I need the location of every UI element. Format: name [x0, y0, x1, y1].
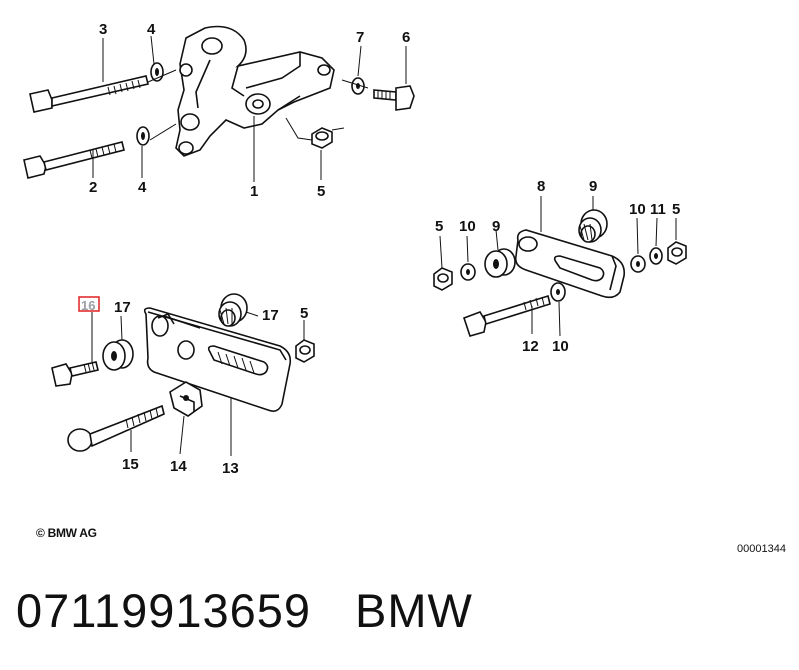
- callout-7: 7: [356, 29, 364, 46]
- bushing-part-9-upper: [578, 209, 608, 243]
- callout-4-bottom: 4: [138, 179, 147, 196]
- diagram-id: 00001344: [737, 543, 786, 555]
- bolt-part-16: [51, 361, 99, 387]
- bushing-part-17-left: [102, 339, 134, 371]
- washer-part-10-lower: [550, 282, 566, 302]
- callout-11: 11: [650, 201, 666, 218]
- bar-part-8: [514, 229, 626, 299]
- callout-8: 8: [537, 178, 545, 195]
- callout-12: 12: [522, 338, 539, 355]
- bracket-assembly: [23, 25, 415, 182]
- callout-6: 6: [402, 29, 410, 46]
- callout-10-right: 10: [629, 201, 646, 218]
- bolt-part-15: [67, 404, 165, 452]
- callout-1: 1: [250, 183, 258, 200]
- nut-part-5-bracket: [311, 127, 333, 149]
- callout-17-upper: 17: [262, 307, 279, 324]
- callout-labels: 3 4 7 6 2 4 1 5 8 9 5 10 9 10 11 5 12 10…: [81, 21, 680, 477]
- plate-part-13: [143, 307, 292, 412]
- washer-part-10-right: [630, 255, 646, 273]
- callout-5-right: 5: [672, 201, 680, 218]
- callout-5-left: 5: [435, 218, 443, 235]
- bracket-part-1: [175, 25, 335, 157]
- washer-part-4-bottom: [136, 126, 150, 146]
- nut-part-5-left: [433, 267, 453, 291]
- bolt-part-12: [462, 294, 551, 337]
- bushing-part-9-left: [484, 248, 516, 278]
- bushing-part-17-upper: [218, 293, 248, 327]
- adjusting-plate-assembly: [51, 293, 315, 456]
- callout-14: 14: [170, 458, 187, 475]
- callout-9-upper: 9: [589, 178, 597, 195]
- nut-part-5-right: [667, 241, 687, 265]
- callout-16: 16: [81, 298, 95, 313]
- callout-17-left: 17: [114, 299, 131, 316]
- copyright-notice: © BMW AG: [36, 526, 97, 540]
- nut-part-5-plate: [295, 339, 315, 363]
- lock-washer-part-7: [351, 77, 365, 95]
- bolt-part-6: [373, 85, 415, 111]
- bolt-part-2: [23, 141, 125, 179]
- callout-2: 2: [89, 179, 97, 196]
- washer-part-10-left: [460, 263, 476, 281]
- bolt-part-3: [29, 75, 149, 113]
- tensioner-bar-assembly: [433, 196, 687, 337]
- highlight-box: [78, 296, 100, 312]
- part-number-caption: 07119913659 BMW: [16, 583, 473, 638]
- callout-15: 15: [122, 456, 139, 473]
- callout-3: 3: [99, 21, 107, 38]
- brand-name: BMW: [355, 584, 473, 637]
- washer-part-11: [649, 247, 663, 265]
- callout-5-bracket: 5: [317, 183, 325, 200]
- callout-10-left: 10: [459, 218, 476, 235]
- callout-4-top: 4: [147, 21, 156, 38]
- swivel-nut-part-14: [169, 381, 203, 417]
- callout-10-lower: 10: [552, 338, 569, 355]
- callout-13: 13: [222, 460, 239, 477]
- callout-5-plate: 5: [300, 305, 308, 322]
- part-number: 07119913659: [16, 584, 312, 637]
- callout-9-left: 9: [492, 218, 500, 235]
